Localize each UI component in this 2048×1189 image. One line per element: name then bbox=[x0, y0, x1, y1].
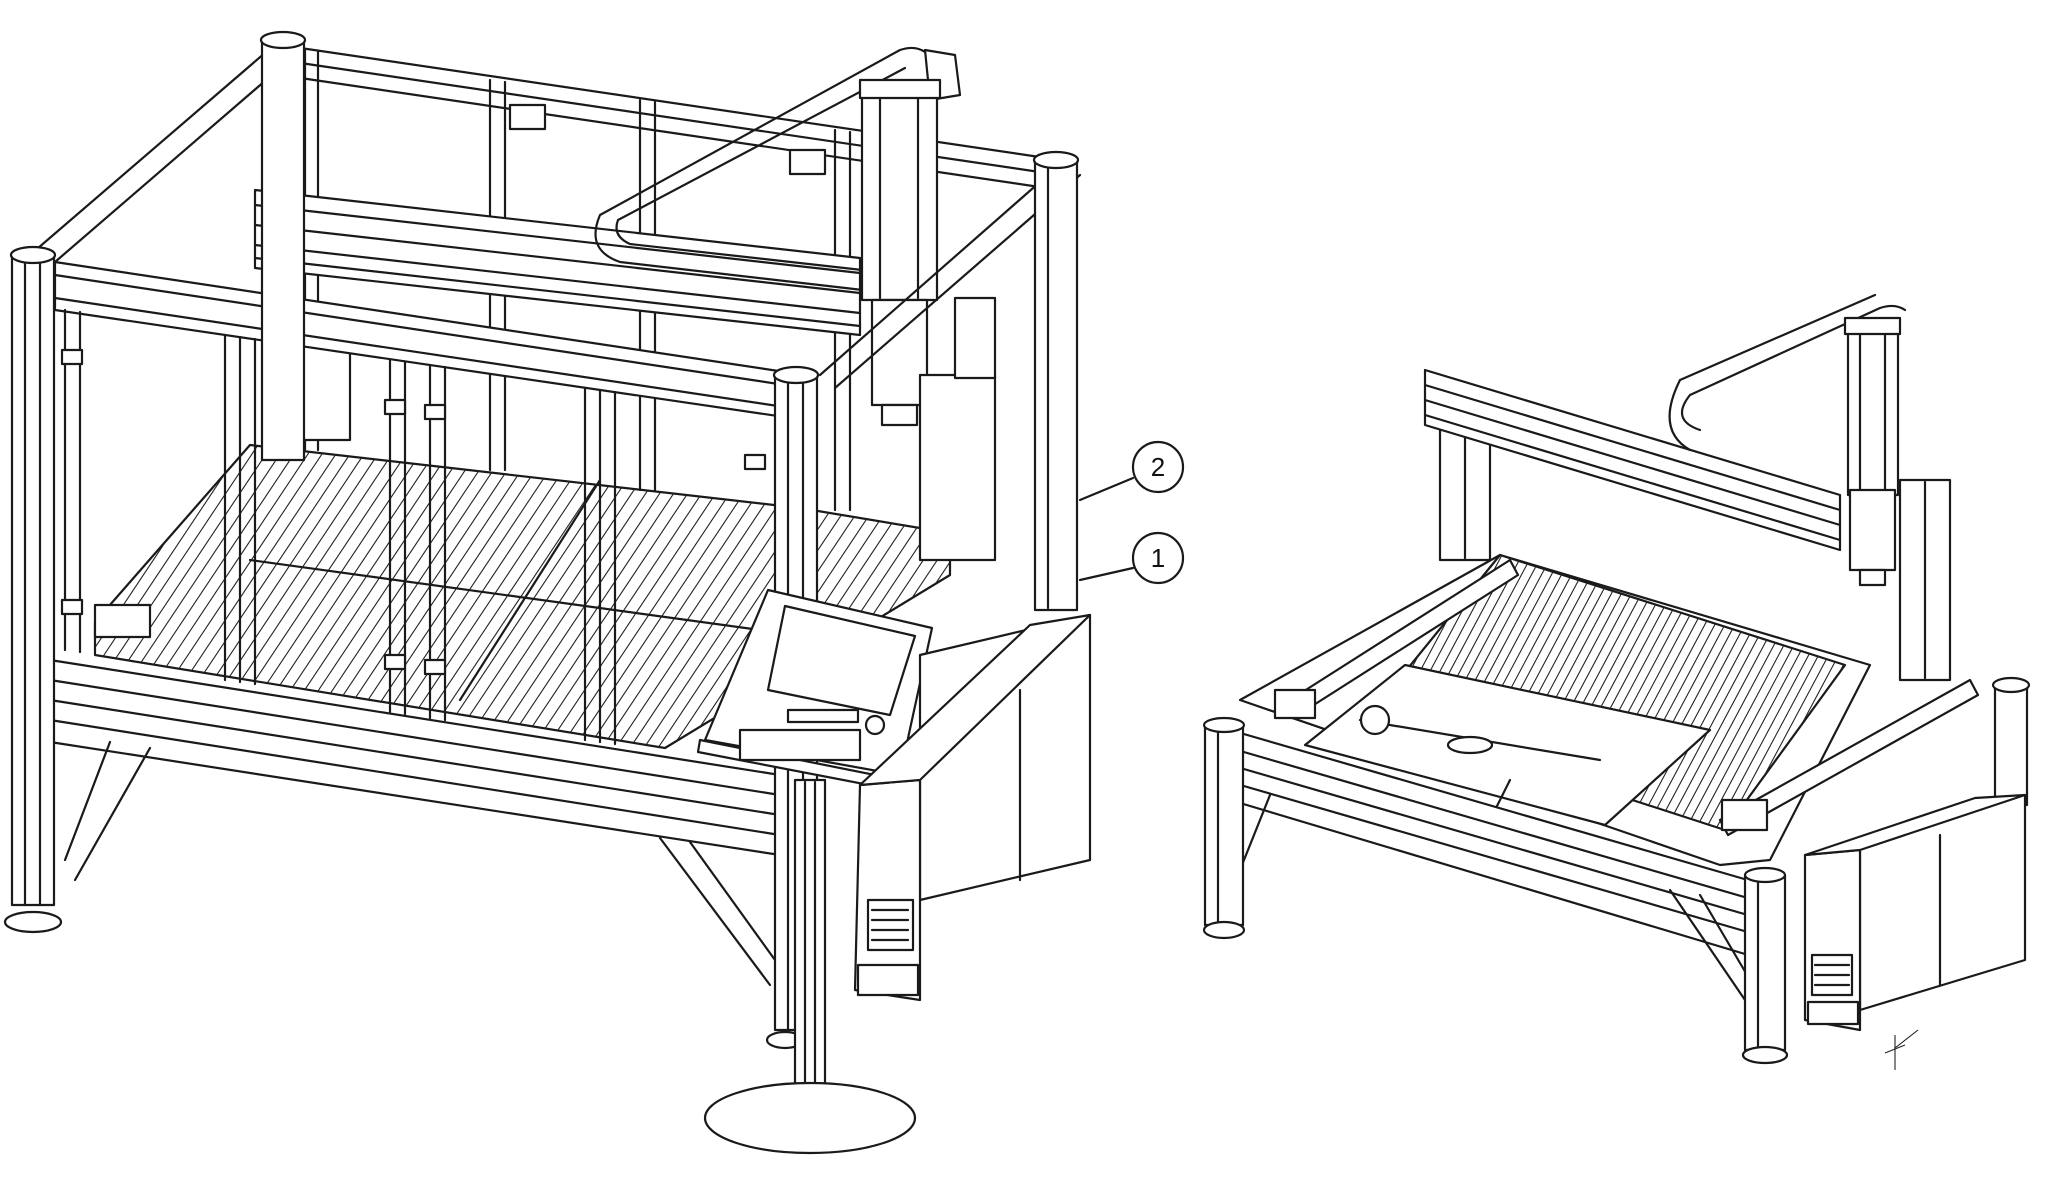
right-machine-cabinet bbox=[1803, 793, 2027, 1032]
right-machine-legs bbox=[1202, 676, 2031, 1065]
enclosed-cnc-machine bbox=[3, 30, 1092, 1155]
open-cnc-machine bbox=[1202, 293, 2031, 1065]
right-machine-gantry bbox=[1423, 293, 1952, 682]
callout-balloon-2: 2 bbox=[1078, 440, 1185, 502]
bed-slat-line bbox=[1719, 555, 1845, 830]
left-machine-spindle bbox=[273, 78, 997, 562]
callout-balloon-1: 1 bbox=[1078, 531, 1185, 585]
view-axis-indicator bbox=[1884, 1029, 1919, 1070]
bed-slat-line bbox=[95, 445, 255, 748]
left-machine-gantry bbox=[253, 188, 862, 337]
bed-slat-line bbox=[369, 445, 591, 748]
bed-slat-line bbox=[383, 445, 605, 748]
left-machine-doors bbox=[60, 308, 767, 746]
balloon-label-1: 1 bbox=[1151, 543, 1165, 573]
left-machine-control-pendant bbox=[696, 588, 934, 1155]
bed-slat-line bbox=[411, 445, 633, 748]
left-machine-posts bbox=[3, 30, 1080, 1050]
right-machine-rails bbox=[1273, 558, 1980, 837]
bed-slat-line bbox=[95, 445, 269, 748]
balloon-label-2: 2 bbox=[1151, 452, 1165, 482]
left-machine-cabinet bbox=[853, 613, 1092, 1002]
